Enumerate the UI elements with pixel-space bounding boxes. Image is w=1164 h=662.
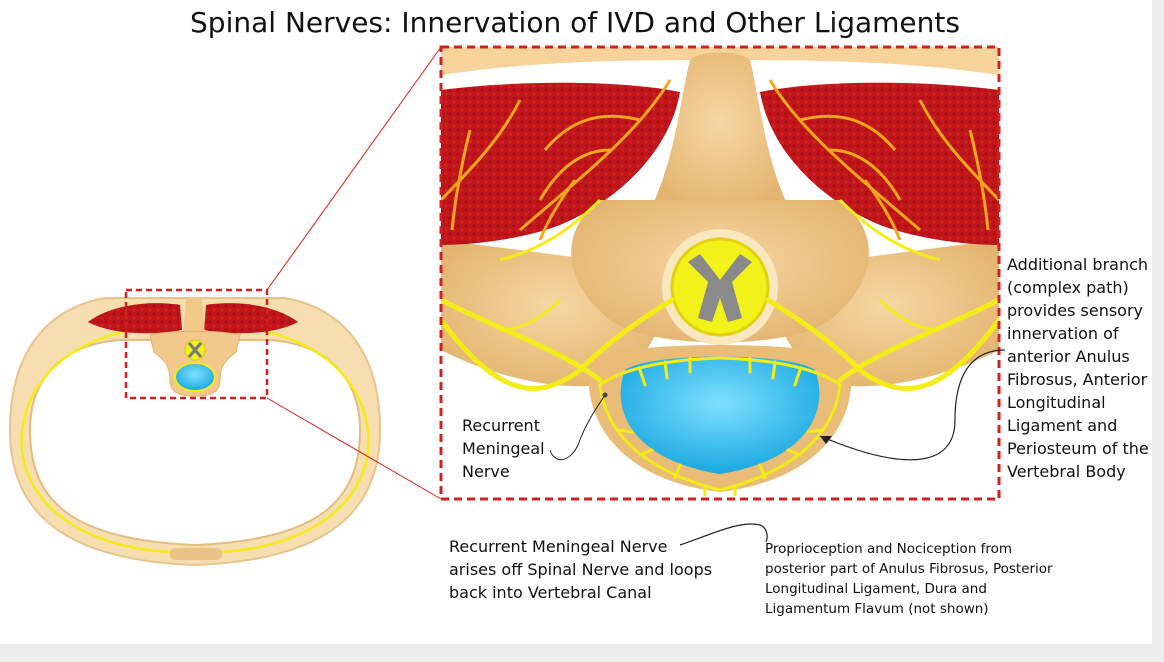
overview-nerve-left [20,328,171,554]
posterior-nerve-branches [499,198,941,332]
label-nerve-origin: Recurrent Meningeal Nerve arises off Spi… [449,537,713,602]
recurrent-meningeal-branches [598,356,842,497]
overview-cross-section [8,288,382,567]
overview-disc [174,362,216,392]
intervertebral-disc [620,356,820,474]
zoom-connector-top [266,46,442,291]
body-cavity [28,339,362,547]
pointer-origin-proprio [679,523,768,546]
sternum [170,548,222,560]
deep-back-muscle-left [441,82,680,245]
muscle-nerve-branches [441,79,999,241]
label-proprioception: Proprioception and Nociception from post… [765,541,1053,617]
slide-shadow-bottom [0,644,1164,662]
spinous-process [650,52,790,210]
spinal-nerves [441,297,999,391]
grey-matter [688,254,752,322]
page-title: Spinal Nerves: Innervation of IVD and Ot… [190,6,960,39]
label-additional-branch: Additional branch (complex path) provide… [1007,255,1149,481]
overview-zoom-box [124,288,269,400]
overview-grey-matter [187,342,203,358]
slide-shadow-right [1152,0,1164,662]
pointer-recurrent-meningeal [549,394,606,460]
deep-back-muscle-right [760,82,999,245]
zoom-frame [439,45,1001,501]
zoomed-cross-section [441,47,999,499]
overview-muscle-left [88,303,182,334]
overview-muscle-right [204,303,298,334]
overview-spinous-process [183,297,205,336]
zoom-connector-bottom [266,397,442,500]
label-recurrent-meningeal-nerve: Recurrent Meningeal Nerve [462,416,545,481]
overview-nerve-right [219,328,370,554]
pointer-additional-branch [819,349,1006,461]
